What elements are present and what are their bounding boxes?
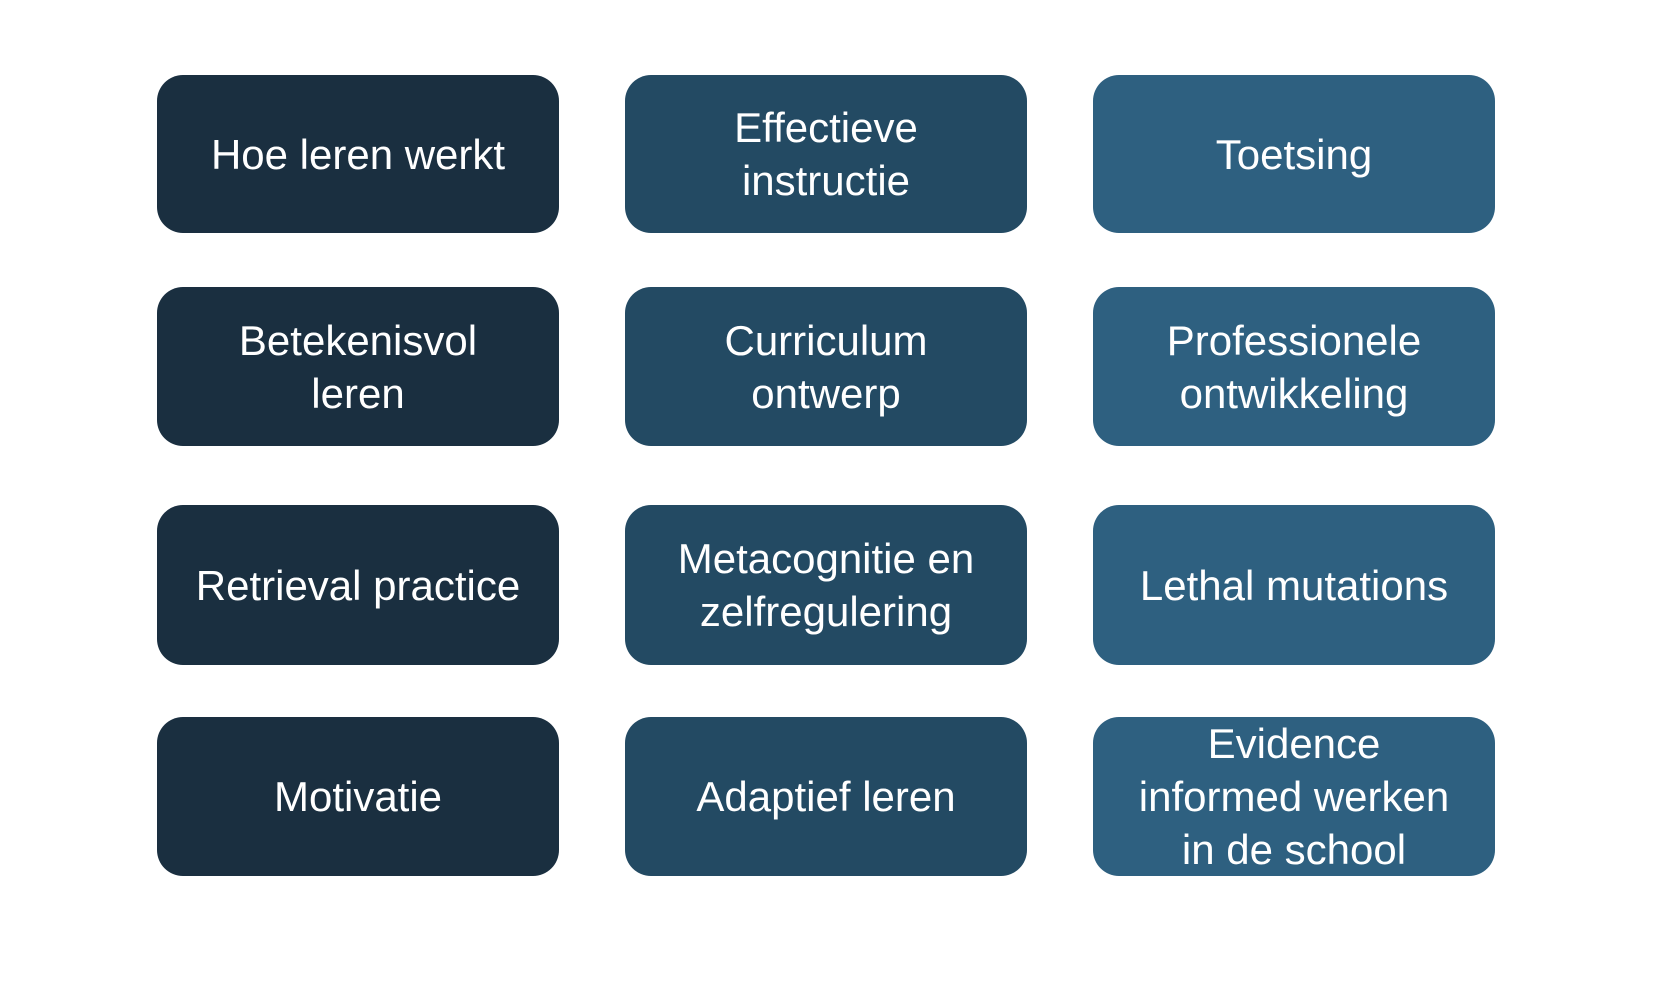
tile-label: Retrieval practice xyxy=(195,561,521,609)
tile-adaptief-leren[interactable]: Adaptief leren xyxy=(625,717,1027,876)
tile-professionele-ontwikkeling[interactable]: Professionele ontwikkeling xyxy=(1093,287,1495,446)
tile-evidence-informed-werken[interactable]: Evidence informed werken in de school xyxy=(1093,717,1495,876)
tile-label: Hoe leren werkt xyxy=(210,130,506,178)
tile-label: Toetsing xyxy=(1215,130,1373,178)
tile-metacognitie-en-zelfregulering[interactable]: Metacognitie en zelfregulering xyxy=(625,505,1027,665)
tile-hoe-leren-werkt[interactable]: Hoe leren werkt xyxy=(157,75,559,233)
tile-toetsing[interactable]: Toetsing xyxy=(1093,75,1495,233)
tile-betekenisvol-leren[interactable]: Betekenisvol leren xyxy=(157,287,559,446)
tile-label: Evidence informed werken in de school xyxy=(1138,720,1450,873)
tile-label: Betekenisvol leren xyxy=(238,316,478,417)
tile-retrieval-practice[interactable]: Retrieval practice xyxy=(157,505,559,665)
topic-grid: Hoe leren werkt Effectieve instructie To… xyxy=(157,75,1495,876)
tile-curriculum-ontwerp[interactable]: Curriculum ontwerp xyxy=(625,287,1027,446)
tile-label: Curriculum ontwerp xyxy=(724,316,928,417)
tile-label: Metacognitie en zelfregulering xyxy=(677,535,975,635)
tile-motivatie[interactable]: Motivatie xyxy=(157,717,559,876)
tile-label: Effectieve instructie xyxy=(734,104,918,204)
tile-label: Lethal mutations xyxy=(1139,561,1449,609)
tile-label: Professionele ontwikkeling xyxy=(1166,316,1422,417)
tile-lethal-mutations[interactable]: Lethal mutations xyxy=(1093,505,1495,665)
tile-label: Adaptief leren xyxy=(696,773,956,820)
tile-label: Motivatie xyxy=(273,773,443,820)
tile-effectieve-instructie[interactable]: Effectieve instructie xyxy=(625,75,1027,233)
